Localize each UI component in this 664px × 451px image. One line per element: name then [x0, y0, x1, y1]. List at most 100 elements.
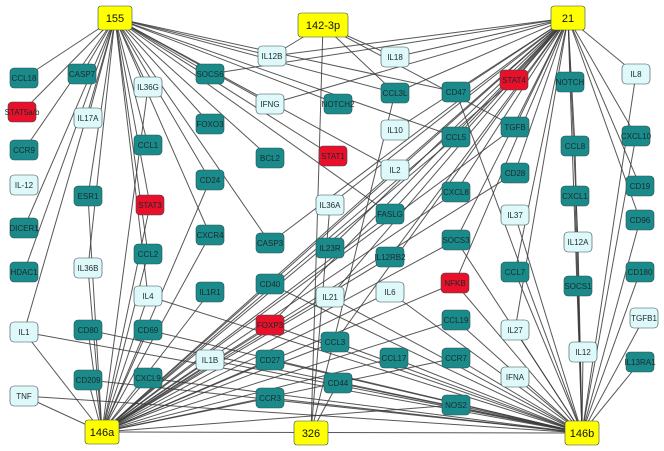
node-label: IL2 [389, 166, 401, 175]
node-label: IL4 [142, 292, 154, 301]
node-box [257, 45, 287, 67]
node-box [135, 194, 165, 216]
node-label: CD28 [505, 169, 526, 178]
node-label: IL36G [137, 83, 159, 92]
node-il18: IL18 [380, 46, 410, 68]
edge-146b-FOXP3 [269, 324, 583, 434]
edge-21-CCL7 [514, 17, 569, 273]
node-label: NOS2 [445, 401, 467, 410]
node-ccl3l: CCL3L [380, 82, 410, 104]
node-label: STAT4 [502, 76, 526, 85]
node-box [441, 126, 471, 148]
edge-155-IL12B [114, 17, 273, 57]
node-il-12: IL-12 [9, 174, 39, 196]
edge-146a-IL1 [23, 331, 103, 433]
node-box [568, 341, 598, 363]
node-cd28: CD28 [500, 162, 530, 184]
node-label: CD24 [200, 176, 221, 185]
edge-155-IL36B [87, 17, 116, 269]
node-box [625, 209, 655, 231]
node-label: IL12B [262, 52, 283, 61]
node-box [133, 319, 163, 341]
node-nfkb: NFKB [440, 272, 470, 294]
edge-21-CXCL8 [455, 17, 569, 193]
node-label: IL36B [78, 264, 99, 273]
node-box [380, 159, 410, 181]
node-cd40: CD40 [255, 273, 285, 295]
node-label: SOCS3 [442, 236, 470, 245]
node-cd80: CD80 [73, 319, 103, 341]
node-box [195, 169, 225, 191]
node-146a: 146a [84, 419, 120, 445]
node-box [315, 286, 345, 308]
node-casp3: CASP3 [255, 232, 285, 254]
node-cd19: CD19 [625, 175, 655, 197]
node-ccr9: CCR9 [9, 139, 39, 161]
node-label: CCR7 [445, 354, 467, 363]
node-box [380, 46, 410, 68]
node-box [500, 366, 530, 388]
node-label: TNF [16, 392, 32, 401]
node-box [9, 217, 39, 239]
node-label: SOCS1 [564, 282, 592, 291]
node-label: CD209 [76, 376, 101, 385]
node-cd24: CD24 [195, 169, 225, 191]
node-label: IL-12 [15, 181, 34, 190]
node-box [375, 246, 405, 268]
node-box [500, 162, 530, 184]
node-stat1: STAT1 [318, 145, 348, 167]
node-box [195, 224, 225, 246]
node-box [320, 331, 350, 353]
node-tgfb1: TGFB1 [629, 307, 659, 329]
edge-21-CXCL10 [567, 17, 637, 137]
node-box [255, 387, 285, 409]
node-box [195, 281, 225, 303]
node-label: NFKB [444, 279, 465, 288]
edge-146b-IL12A [577, 241, 583, 434]
node-label: CCL18 [12, 74, 37, 83]
node-box [67, 63, 97, 85]
node-label: CD44 [328, 379, 349, 388]
node-label: CCR9 [13, 146, 35, 155]
node-box [9, 67, 39, 89]
node-label: CXCL1 [562, 192, 588, 201]
node-label: SOCS6 [196, 70, 224, 79]
node-label: NOTCH2 [322, 100, 355, 109]
edge-146b-TGFB1 [581, 317, 645, 434]
node-il17a: IL17A [73, 107, 103, 129]
edge-155-IL2 [114, 17, 396, 171]
node-foxp3: FOXP3 [255, 314, 285, 336]
node-box [9, 321, 39, 343]
node-ccl19: CCL19 [441, 309, 471, 331]
node-foxo3: FOXO3 [195, 113, 225, 135]
node-il1: IL1 [9, 321, 39, 343]
node-label: FOXO3 [196, 120, 224, 129]
node-box [625, 175, 655, 197]
edge-146b-CD69 [147, 329, 583, 434]
edge-146b-NFKB [454, 282, 583, 434]
node-cxcr4: CXCR4 [195, 224, 225, 246]
node-il8: IL8 [621, 63, 651, 85]
node-label: CD69 [138, 326, 159, 335]
edge-155-BCL2 [114, 17, 271, 159]
node-ccl7: CCL7 [500, 261, 530, 283]
node-box [564, 420, 600, 446]
edge-155-CCR9 [23, 17, 116, 151]
node-label: IL6 [384, 288, 396, 297]
node-label: IL8 [630, 70, 642, 79]
node-box [195, 113, 225, 135]
node-ifng: IFNG [255, 93, 285, 115]
node-label: CCL2 [138, 250, 159, 259]
node-il6: IL6 [375, 281, 405, 303]
node-label: 146a [90, 427, 115, 439]
node-box [375, 281, 405, 303]
node-esr1: ESR1 [73, 185, 103, 207]
node-box [500, 319, 530, 341]
node-stat4: STAT4 [499, 69, 529, 91]
edge-146a-STAT3 [101, 204, 151, 433]
node-il1b: IL1B [195, 349, 225, 371]
node-box [380, 82, 410, 104]
node-label: 146b [570, 428, 594, 440]
edge-21-IL18 [394, 17, 569, 58]
edge-155-FOXO3 [114, 17, 211, 125]
